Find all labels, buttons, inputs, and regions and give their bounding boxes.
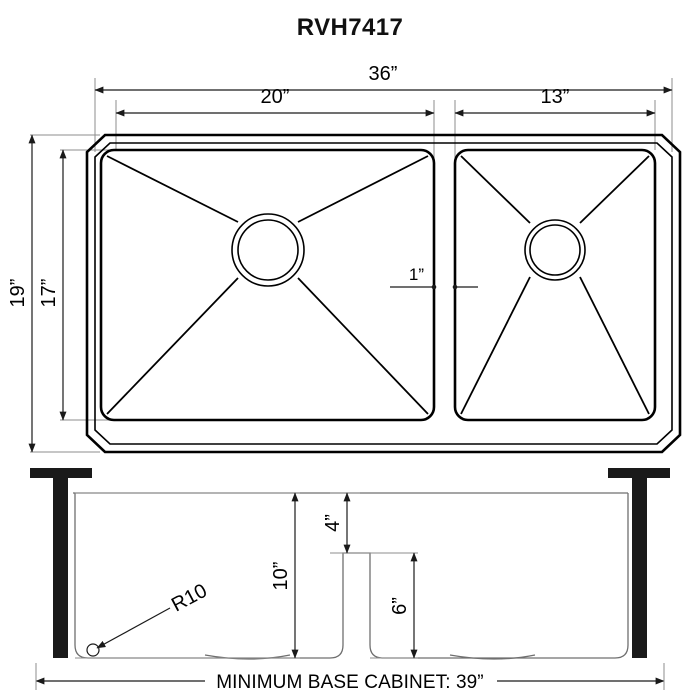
callout-label-corner-radius: R10	[168, 580, 211, 617]
sink-section-profile	[74, 493, 629, 659]
section-view: 10” 4” 6” R10	[30, 468, 670, 693]
right-bowl-drain-recess	[449, 654, 536, 660]
dimension-divider-width: 1”	[390, 265, 478, 290]
left-bowl-outline	[99, 148, 436, 422]
dimension-divider-drop: 4”	[322, 492, 351, 554]
dimension-label-left-bowl-width: 20”	[261, 86, 290, 108]
dimension-overall-width: 36”	[94, 63, 673, 94]
sink-outer-rim	[85, 133, 682, 454]
dimension-overall-depth: 19”	[7, 134, 36, 453]
dimension-label-bowl-depth: 10”	[270, 562, 292, 591]
left-bowl-drain-outer	[231, 213, 305, 287]
dimension-right-bowl-width: 13”	[454, 86, 656, 117]
dimension-label-divider-width: 1”	[409, 265, 424, 284]
left-bowl-drain-inner	[237, 219, 299, 281]
callout-corner-radius: R10	[86, 580, 211, 657]
cabinet-wall-right	[608, 468, 670, 658]
right-bowl-drain-inner	[529, 224, 581, 276]
dimension-divider-height: 6”	[389, 552, 418, 659]
left-bowl-slope-lines	[106, 155, 429, 415]
right-bowl-drain-outer	[524, 219, 586, 281]
dimension-label-inner-depth: 17”	[38, 279, 60, 308]
dimension-label-right-bowl-width: 13”	[541, 86, 570, 108]
right-bowl-slope-lines	[460, 155, 650, 415]
dimension-label-divider-drop: 4”	[322, 514, 344, 532]
cabinet-caption-label: MINIMUM BASE CABINET: 39”	[216, 672, 484, 693]
section-extension-lines	[75, 492, 418, 659]
cabinet-wall-left	[30, 468, 92, 658]
top-view: 36” 20” 13” 19” 17”	[7, 63, 682, 454]
left-bowl-drain-recess	[204, 654, 291, 660]
dimension-label-overall-width: 36”	[369, 63, 398, 85]
sink-inner-rim	[94, 142, 673, 445]
dimension-inner-depth: 17”	[38, 149, 67, 421]
right-bowl-outline	[453, 148, 657, 422]
cabinet-caption: MINIMUM BASE CABINET: 39”	[35, 663, 665, 693]
dimension-label-divider-height: 6”	[389, 597, 411, 615]
dimension-left-bowl-width: 20”	[115, 86, 435, 117]
page-title: RVH7417	[296, 14, 404, 41]
dimension-label-overall-depth: 19”	[7, 279, 29, 308]
dimension-bowl-depth: 10”	[270, 492, 299, 659]
